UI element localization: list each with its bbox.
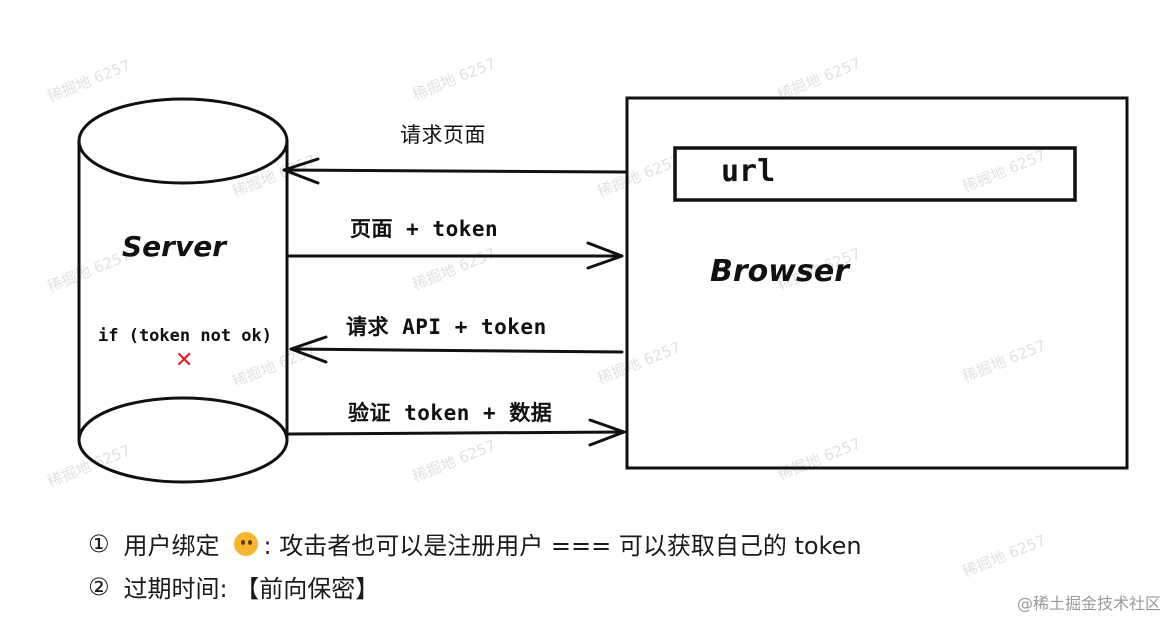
arrow-label-request-page: 请求页面 — [400, 123, 486, 147]
note-text: 过期时间: 【前向保密】 — [123, 575, 380, 603]
server-cylinder-top — [77, 97, 289, 185]
url-text: url — [721, 154, 776, 189]
note-number: ② — [88, 572, 110, 601]
server-condition: if (token not ok) — [98, 326, 272, 346]
note-expiry: ② 过期时间: 【前向保密】 — [88, 569, 379, 604]
server-cylinder — [77, 97, 289, 484]
arrow-verify-token — [287, 418, 626, 447]
arrow-label-verify-token: 验证 token + 数据 — [348, 401, 553, 425]
url-bar — [673, 146, 1077, 202]
server-cylinder-bottom — [77, 396, 289, 484]
browser-window — [625, 96, 1129, 470]
thinking-face-icon — [233, 531, 258, 556]
footer-credit: @稀土掘金技术社区 — [1016, 594, 1161, 613]
server-label: Server — [122, 230, 227, 263]
server-cylinder-body — [77, 139, 289, 440]
arrow-page-token — [287, 241, 624, 270]
note-number: ① — [88, 529, 110, 558]
browser-label: Browser — [710, 254, 849, 289]
note-text: 用户绑定 — [123, 532, 220, 560]
note-text: : 攻击者也可以是注册用户 === 可以获取自己的 token — [263, 532, 862, 560]
arrow-label-page-token: 页面 + token — [350, 217, 499, 241]
fail-cross-icon: ✕ — [175, 348, 194, 373]
note-user-binding: ① 用户绑定 : 攻击者也可以是注册用户 === 可以获取自己的 token — [88, 526, 862, 561]
arrow-label-request-api: 请求 API + token — [346, 315, 547, 339]
arrow-request-api — [289, 335, 624, 364]
arrow-request-page — [282, 157, 627, 185]
